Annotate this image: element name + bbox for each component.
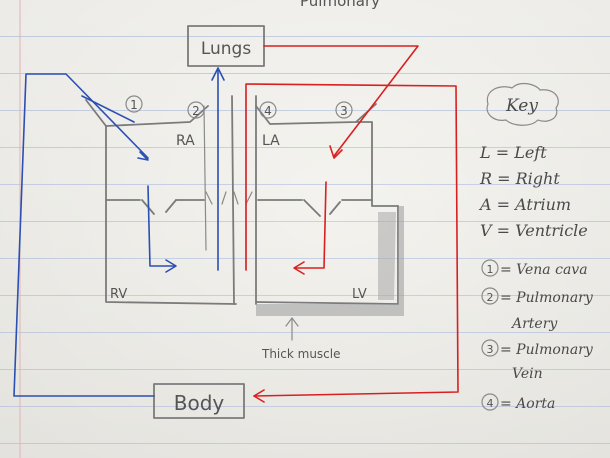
svg-text:4: 4 [487,397,494,410]
svg-text:1: 1 [130,98,138,112]
top-cutoff-text: Pulmonary [300,0,380,10]
svg-text:Vein: Vein [512,366,543,382]
body-box [153,383,245,419]
right-ventricle-outline [105,125,237,305]
septum-left [231,95,235,305]
tricuspid-valve [141,199,177,215]
red-aorta-path [245,83,459,397]
svg-text:= Aorta: = Aorta [500,396,555,412]
blue-arrowhead-2 [165,259,177,273]
key-vessel-1: 1 = Vena cava [481,259,588,278]
svg-text:3: 3 [487,343,494,356]
key-vessel-4: 4 = Aorta [481,393,555,412]
red-arrowhead-2 [293,261,305,275]
ra-label: RA [176,133,195,149]
aortic-valve [233,191,253,205]
svg-text:Artery: Artery [510,316,558,332]
svg-text:= Pulmonary: = Pulmonary [500,290,594,306]
blue-inflow-line [81,95,135,123]
pulmonary-artery-wall [203,105,207,251]
key-legend: Key L = Left R = Right A = Atrium V = Ve… [478,82,594,412]
thick-muscle-arrow [285,317,299,341]
key-entry-left: L = Left [479,143,547,162]
svg-text:= Pulmonary: = Pulmonary [500,342,594,358]
red-la-lv-path [295,181,327,269]
red-arrowhead-1 [329,145,343,159]
body-label: Body [174,391,225,415]
left-ventricle-outline [255,205,399,305]
lv-wall-shading [378,212,396,300]
key-vessel-3: 3 = Pulmonary Vein [481,339,594,382]
vessel-number-2: 2 [187,101,205,119]
svg-text:2: 2 [192,104,200,118]
svg-text:2: 2 [487,291,494,304]
blue-arrowhead-3 [211,67,225,81]
key-entry-atrium: A = Atrium [478,195,571,214]
thick-muscle-label: Thick muscle [261,347,341,361]
lungs-label: Lungs [201,39,252,59]
la-top-outline [255,103,377,125]
key-vessel-2: 2 = Pulmonary Artery [481,287,594,332]
svg-text:3: 3 [340,104,348,118]
red-pulmonary-vein-path [263,45,419,157]
key-title: Key [505,96,538,116]
rv-label: RV [110,287,127,302]
svg-text:4: 4 [264,104,272,118]
key-cloud [486,82,559,126]
svg-text:= Vena cava: = Vena cava [500,262,588,278]
blue-arrowhead-1 [137,151,149,161]
key-entry-ventricle: V = Ventricle [480,221,588,240]
vessel-number-1: 1 [125,95,143,113]
ra-top-outline [85,99,209,127]
red-arrowhead-3 [253,389,265,403]
vessel-number-4: 4 [259,101,277,119]
vessel-number-3: 3 [335,101,353,119]
thick-muscle-shading [256,206,404,316]
pulmonary-valve [205,191,227,205]
blue-ra-rv-path [147,185,175,267]
la-label: LA [262,133,280,149]
mitral-valve [303,199,341,217]
la-side-outline [355,121,399,207]
key-entry-right: R = Right [479,169,560,188]
lv-label: LV [352,287,367,302]
svg-text:1: 1 [487,263,494,276]
